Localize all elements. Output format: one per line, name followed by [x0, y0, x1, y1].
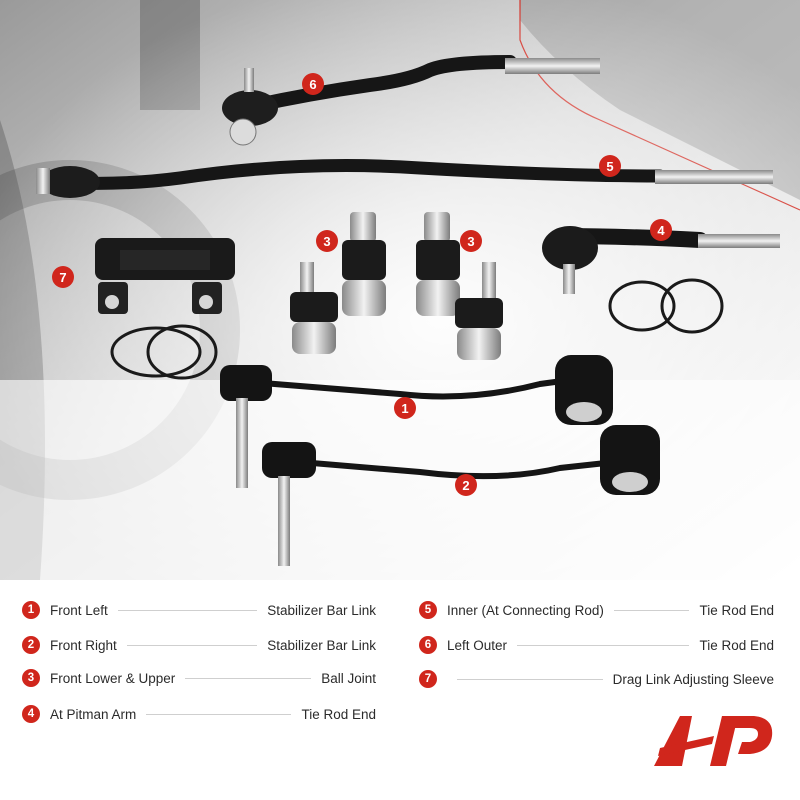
number-badge: 5	[419, 601, 437, 619]
number-badge: 1	[22, 601, 40, 619]
position-label: Front Right	[50, 637, 117, 653]
leader-line	[517, 644, 690, 646]
callout-badge-3-right: 3	[460, 230, 482, 252]
leader-line	[126, 644, 258, 646]
callout-badge-4: 4	[650, 219, 672, 241]
legend-item-3: 3 Front Lower & Upper Ball Joint	[22, 666, 376, 690]
number-badge: 3	[22, 669, 40, 687]
part-label: Ball Joint	[321, 670, 376, 686]
legend-item-6: 6 Left Outer Tie Rod End	[419, 633, 774, 657]
tie-rod-end-inner	[36, 159, 773, 198]
stabilizer-bar-link-front-left	[220, 355, 613, 488]
callout-label: 1	[401, 401, 408, 416]
leader-line	[613, 609, 690, 611]
legend-item-4: 4 At Pitman Arm Tie Rod End	[22, 702, 376, 726]
part-label: Stabilizer Bar Link	[267, 602, 376, 618]
tie-rod-end-left-outer	[222, 55, 600, 146]
position-label: Inner (At Connecting Rod)	[447, 602, 604, 618]
product-photo: 6 5 3 3 4 7 1 2	[0, 0, 800, 580]
position-label: Left Outer	[447, 637, 508, 653]
legend-item-2: 2 Front Right Stabilizer Bar Link	[22, 633, 376, 657]
position-label: Front Lower & Upper	[50, 670, 176, 686]
callout-badge-2: 2	[455, 474, 477, 496]
number-badge: 7	[419, 670, 437, 688]
number-badge: 4	[22, 705, 40, 723]
callout-label: 5	[606, 159, 613, 174]
legend-item-5: 5 Inner (At Connecting Rod) Tie Rod End	[419, 598, 774, 622]
drag-link-adjusting-sleeve	[95, 238, 235, 380]
stabilizer-bar-link-front-right	[262, 425, 660, 566]
leader-line	[457, 678, 603, 680]
callout-badge-3-left: 3	[316, 230, 338, 252]
leader-line	[146, 713, 292, 715]
callout-label: 3	[467, 234, 474, 249]
callout-label: 4	[657, 223, 665, 238]
position-label: At Pitman Arm	[50, 706, 137, 722]
legend-item-7: 7 Drag Link Adjusting Sleeve	[419, 667, 774, 691]
callout-label: 2	[462, 478, 469, 493]
leader-line	[185, 677, 312, 679]
callout-label: 7	[59, 270, 66, 285]
position-label: Front Left	[50, 602, 108, 618]
number-badge: 6	[419, 636, 437, 654]
callout-badge-1: 1	[394, 397, 416, 419]
callout-badge-7: 7	[52, 266, 74, 288]
callout-label: 3	[323, 234, 330, 249]
tie-rod-end-pitman-arm	[542, 226, 780, 334]
number-badge: 2	[22, 636, 40, 654]
part-label: Tie Rod End	[699, 602, 774, 618]
part-label: Tie Rod End	[699, 637, 774, 653]
callout-label: 6	[309, 77, 316, 92]
callout-badge-5: 5	[599, 155, 621, 177]
parts-legend: 1 Front Left Stabilizer Bar Link 2 Front…	[0, 592, 800, 742]
part-label: Stabilizer Bar Link	[267, 637, 376, 653]
part-label: Drag Link Adjusting Sleeve	[612, 671, 774, 687]
legend-item-1: 1 Front Left Stabilizer Bar Link	[22, 598, 376, 622]
brand-logo-icon	[654, 716, 773, 766]
leader-line	[117, 609, 258, 611]
part-label: Tie Rod End	[301, 706, 376, 722]
ball-joints	[290, 212, 503, 360]
callout-badge-6: 6	[302, 73, 324, 95]
